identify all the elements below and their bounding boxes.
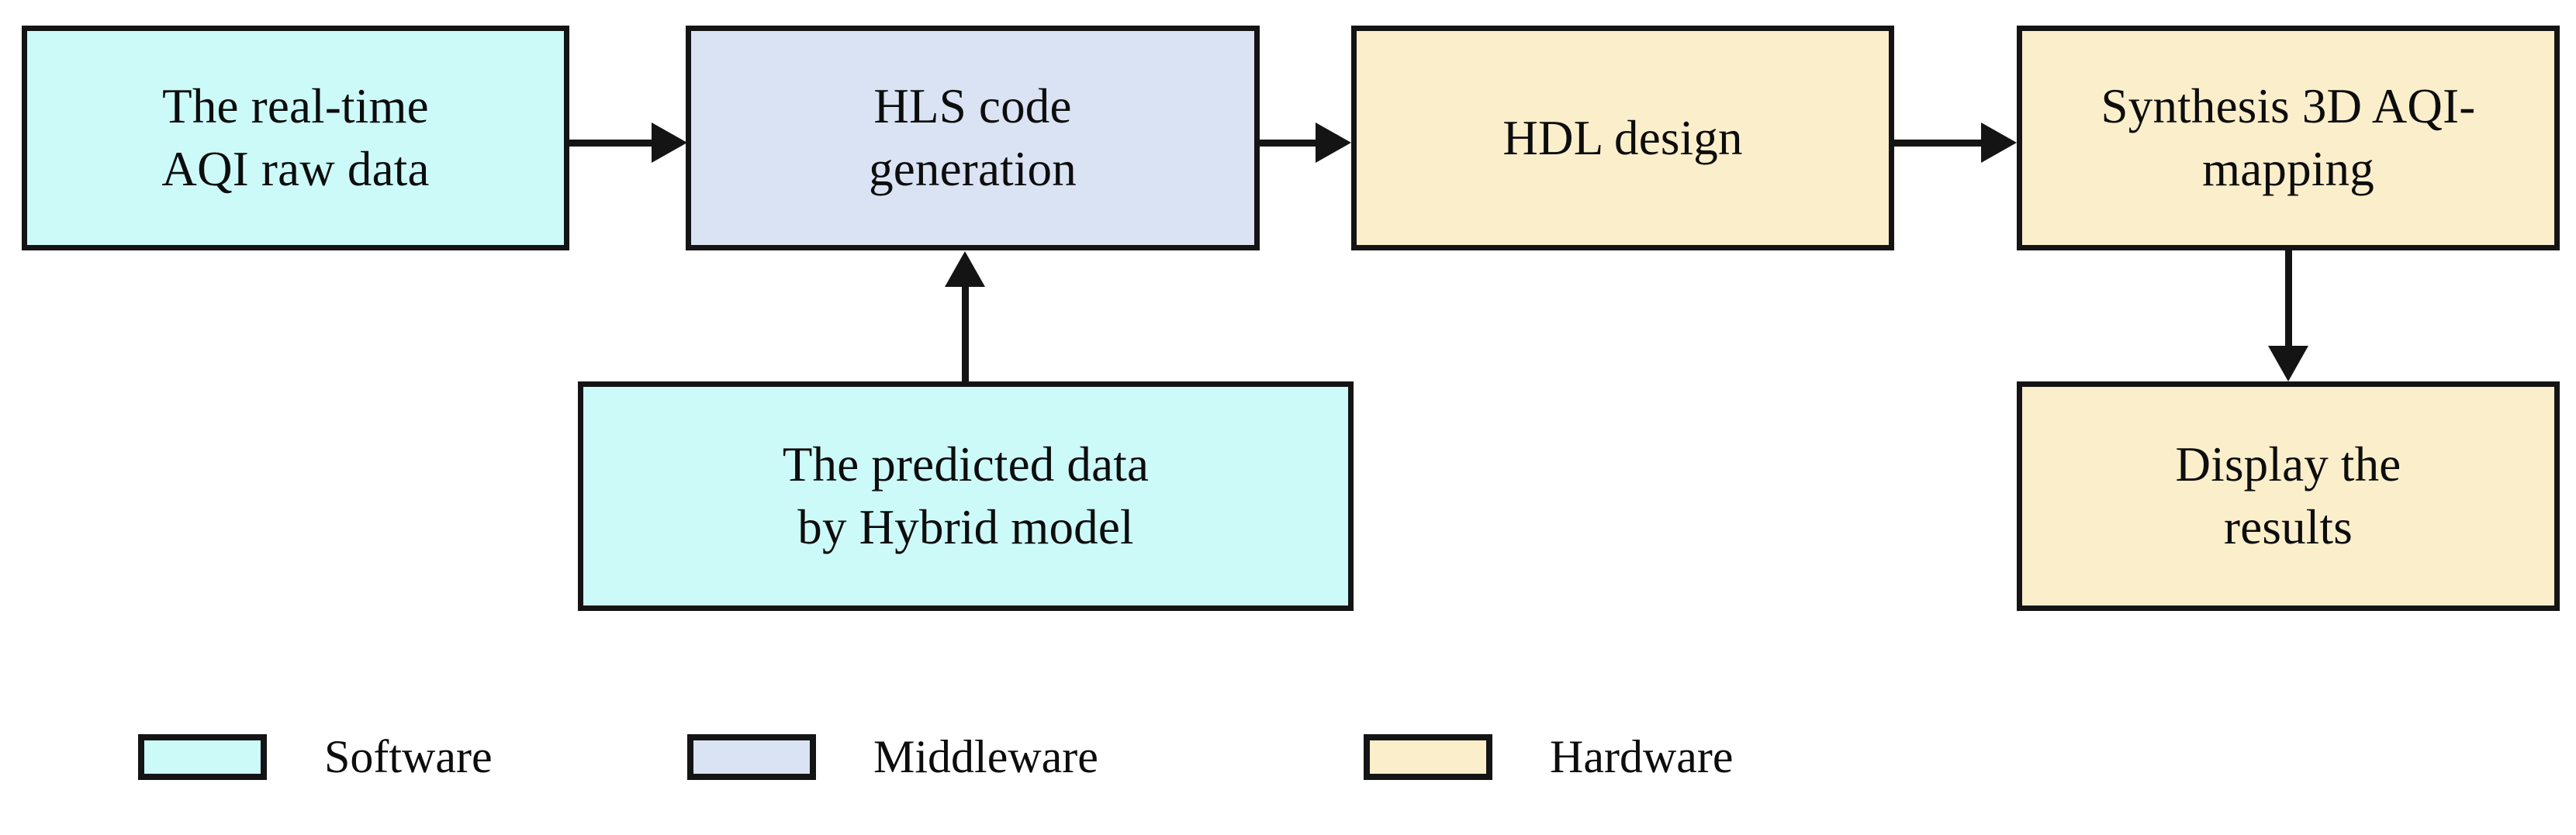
legend-label-software: Software (324, 731, 493, 782)
node-hls-code-generation[interactable]: HLS code generation (686, 26, 1260, 250)
node-label-synthesis-3d-aqi-mapping: Synthesis 3D AQI- mapping (2101, 79, 2476, 196)
edge-hls-to-hdl-arrowhead-icon (1316, 122, 1351, 163)
legend-swatch-software (138, 734, 267, 780)
node-hdl-design[interactable]: HDL design (1351, 26, 1894, 250)
node-label-realtime-aqi-raw-data: The real-time AQI raw data (161, 79, 430, 196)
node-label-predicted-data-hybrid-model: The predicted data by Hybrid model (782, 437, 1150, 554)
edge-synth-to-display-arrowhead-icon (2268, 346, 2308, 381)
edge-predicted-to-hls-line (962, 285, 969, 385)
node-predicted-data-hybrid-model[interactable]: The predicted data by Hybrid model (578, 381, 1354, 611)
edge-synth-to-display-line (2285, 250, 2292, 348)
edge-hdl-to-synth-line (1894, 140, 1983, 147)
node-synthesis-3d-aqi-mapping[interactable]: Synthesis 3D AQI- mapping (2017, 26, 2560, 250)
node-realtime-aqi-raw-data[interactable]: The real-time AQI raw data (22, 26, 569, 250)
edge-raw-to-hls-line (569, 140, 655, 147)
legend-label-hardware: Hardware (1550, 731, 1734, 782)
node-display-the-results[interactable]: Display the results (2017, 381, 2560, 611)
edge-hls-to-hdl-line (1260, 140, 1317, 147)
node-label-hdl-design: HDL design (1502, 110, 1743, 165)
legend-label-middleware: Middleware (873, 731, 1098, 782)
node-label-display-the-results: Display the results (2175, 437, 2401, 554)
legend-item-software: Software (138, 730, 493, 784)
legend-swatch-middleware (687, 734, 816, 780)
edge-raw-to-hls-arrowhead-icon (652, 122, 687, 163)
legend-item-middleware: Middleware (687, 730, 1098, 784)
legend-swatch-hardware (1364, 734, 1492, 780)
node-label-hls-code-generation: HLS code generation (869, 79, 1077, 196)
edge-predicted-to-hls-arrowhead-icon (945, 251, 985, 287)
legend-item-hardware: Hardware (1364, 730, 1734, 784)
edge-hdl-to-synth-arrowhead-icon (1981, 122, 2017, 163)
